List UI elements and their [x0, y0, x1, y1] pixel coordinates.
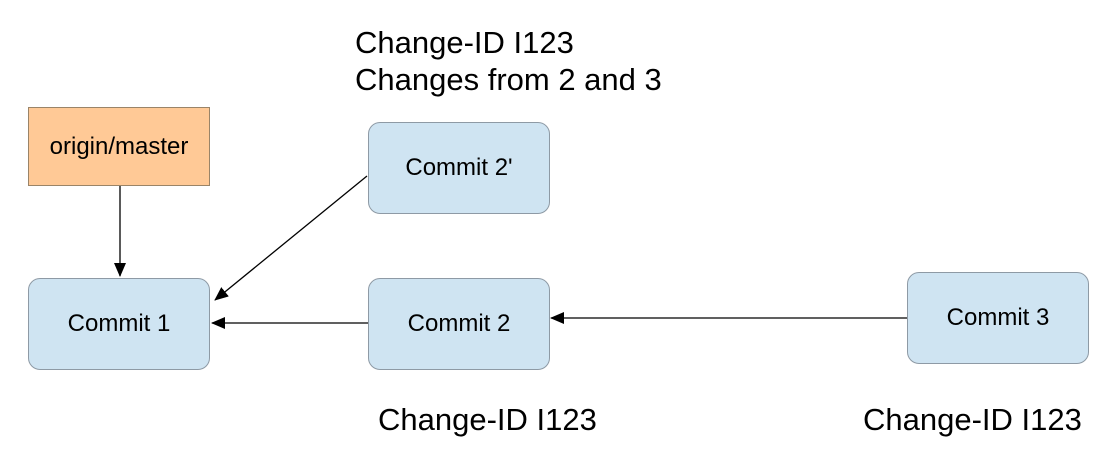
rebased-note-label: Changes from 2 and 3	[355, 62, 662, 97]
commit-2-change-id-label: Change-ID I123	[378, 402, 597, 437]
rebased-commit-annotation: Change-ID I123 Changes from 2 and 3	[355, 24, 662, 98]
commit-2-node: Commit 2	[368, 278, 550, 370]
rebased-change-id-label: Change-ID I123	[355, 25, 574, 60]
edge-commit-2-prime-to-commit-1	[214, 175, 368, 301]
commit-3-node: Commit 3	[907, 272, 1089, 364]
origin-master-ref: origin/master	[28, 107, 210, 186]
commit-2-prime-node: Commit 2'	[368, 122, 550, 214]
commit-3-change-id-label: Change-ID I123	[863, 402, 1082, 437]
commit-1-node: Commit 1	[28, 278, 210, 370]
